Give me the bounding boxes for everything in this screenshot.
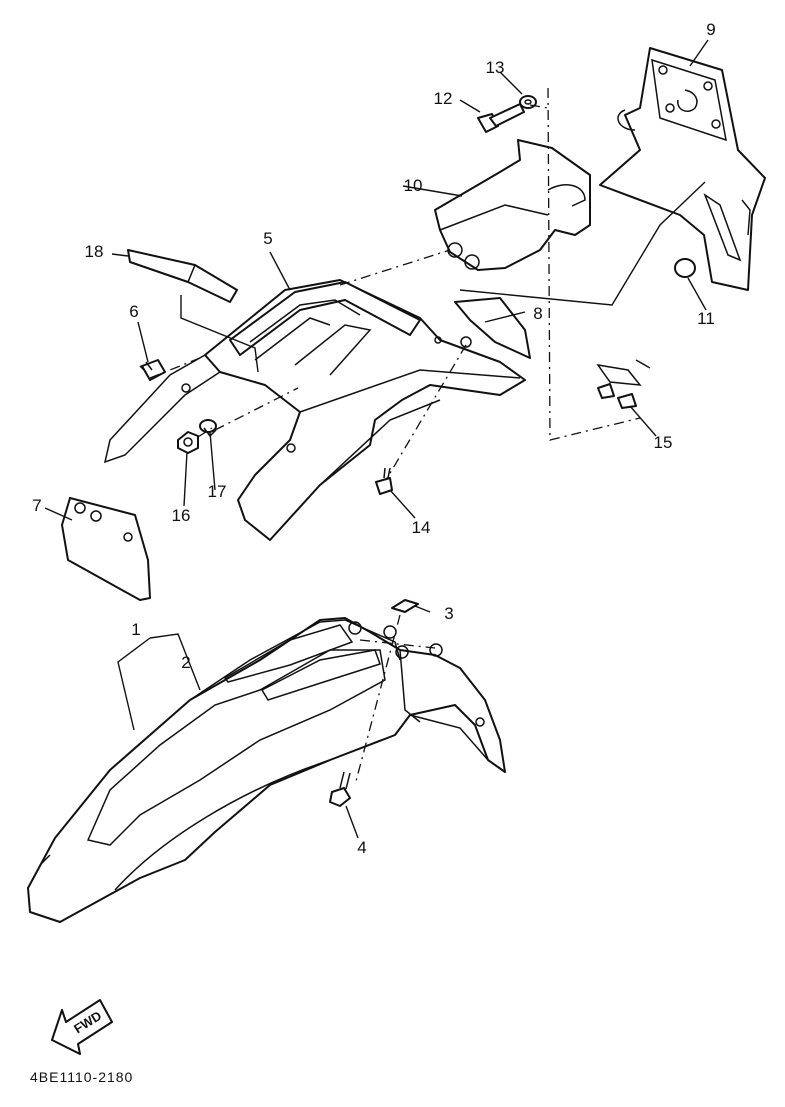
reflector — [454, 297, 531, 359]
screws-and-clip — [596, 359, 651, 409]
callout-6: 6 — [129, 302, 138, 321]
screw — [375, 467, 393, 495]
grommet — [674, 258, 696, 278]
collar — [199, 419, 217, 438]
fwd-arrow-icon: FWD — [51, 999, 113, 1055]
assembly-lines — [149, 87, 641, 786]
seat-pad — [127, 249, 238, 303]
callout-17: 17 — [208, 482, 227, 501]
nut — [177, 431, 199, 454]
callout-16: 16 — [172, 506, 191, 525]
callout-13: 13 — [486, 58, 505, 77]
front-fender — [27, 617, 506, 923]
nut-plate — [391, 599, 419, 613]
bolt — [477, 103, 525, 133]
callout-8: 8 — [533, 304, 542, 323]
diagram-code: 4BE1110-2180 — [30, 1069, 133, 1085]
callout-5: 5 — [263, 229, 272, 248]
fender-bolt — [329, 771, 351, 807]
callout-3: 3 — [444, 604, 453, 623]
callout-4: 4 — [357, 838, 366, 857]
leader-lines — [44, 39, 709, 839]
callout-9: 9 — [706, 20, 715, 39]
callout-2: 2 — [181, 653, 190, 672]
rear-fender — [103, 279, 526, 541]
taillight-housing — [434, 139, 591, 271]
callout-10: 10 — [404, 176, 423, 195]
license-bracket — [599, 47, 766, 291]
callout-12: 12 — [434, 89, 453, 108]
callout-11: 11 — [697, 309, 715, 328]
connector-lines — [180, 181, 706, 373]
callout-1: 1 — [131, 620, 140, 639]
callout-18: 18 — [85, 242, 104, 261]
callout-7: 7 — [32, 496, 41, 515]
callout-labels: 1 2 3 4 5 6 7 8 9 10 11 12 13 14 15 16 1… — [32, 20, 715, 857]
number-plate — [61, 497, 151, 601]
callout-15: 15 — [654, 433, 673, 452]
callout-14: 14 — [412, 518, 431, 537]
